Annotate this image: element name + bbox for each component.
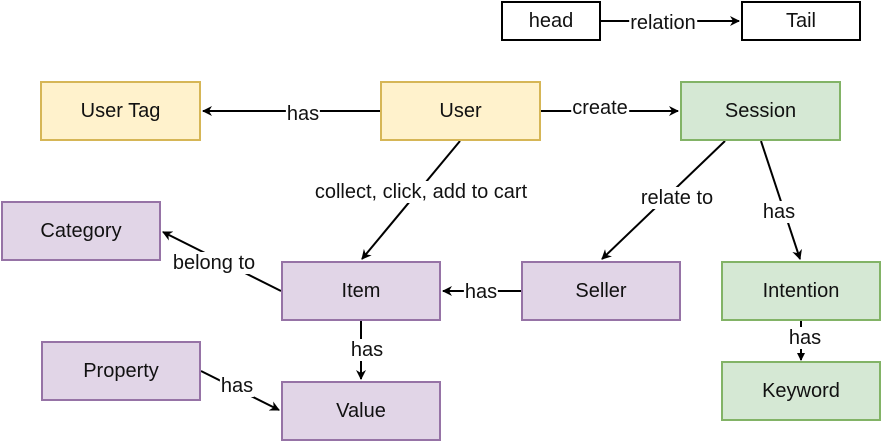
legend-tail-box: Tail <box>741 1 861 41</box>
node-user-tag: User Tag <box>40 81 201 141</box>
legend-tail-label: Tail <box>785 9 816 32</box>
node-category: Category <box>1 201 161 261</box>
node-label: Property <box>83 359 159 382</box>
node-label: Category <box>40 219 122 242</box>
edge-label-seller-item: has <box>463 281 499 303</box>
node-user: User <box>380 81 541 141</box>
edge-label-property-value: has <box>219 375 255 397</box>
node-value: Value <box>281 381 441 441</box>
edge-label-item-category: belong to <box>171 252 257 274</box>
legend-head-box: head <box>501 1 601 41</box>
node-property: Property <box>41 341 201 401</box>
node-label: Session <box>724 99 797 122</box>
edge-label-item-value: has <box>349 339 385 361</box>
node-item: Item <box>281 261 441 321</box>
legend-relation-label: relation <box>629 12 697 34</box>
node-label: Value <box>336 399 386 422</box>
node-label: User <box>439 99 482 122</box>
edge-label-session-seller: relate to <box>639 187 715 209</box>
node-label: User Tag <box>80 99 161 122</box>
edge-label-user-session: create <box>571 97 629 119</box>
node-seller: Seller <box>521 261 681 321</box>
edge-label-intention-keyword: has <box>787 327 823 349</box>
node-intention: Intention <box>721 261 881 321</box>
node-label: Item <box>341 279 381 302</box>
edge-label-user-usertag: has <box>285 103 321 125</box>
node-label: Seller <box>575 279 627 302</box>
edge-label-user-item: collect, click, add to cart <box>313 181 529 203</box>
node-session: Session <box>680 81 841 141</box>
edge-session-intention <box>760 140 802 260</box>
node-label: Keyword <box>762 379 840 402</box>
node-label: Intention <box>762 279 840 302</box>
node-keyword: Keyword <box>721 361 881 421</box>
legend-head-label: head <box>528 9 574 32</box>
edge-label-session-intention: has <box>761 201 797 223</box>
